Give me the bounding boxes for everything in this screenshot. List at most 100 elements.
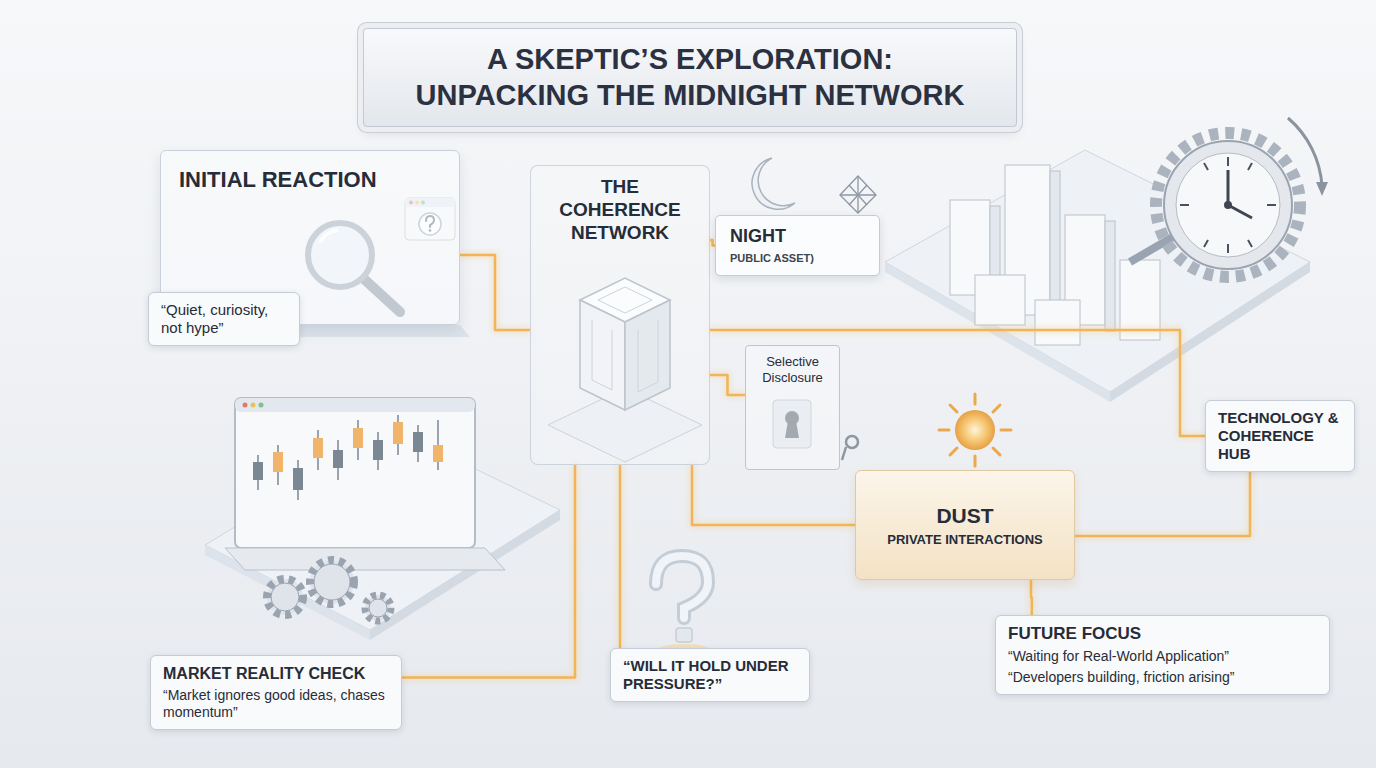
crystal-icon <box>840 176 876 213</box>
sun-icon <box>950 405 957 412</box>
server-blocks <box>1050 171 1060 321</box>
panel-label: Selective Disclosure <box>754 354 831 385</box>
sun-icon <box>974 394 977 404</box>
server-blocks <box>1105 221 1115 331</box>
focus-card: FUTURE FOCUS “Waiting for Real-World Appl… <box>995 615 1330 695</box>
laptop-chart <box>251 403 256 408</box>
sun-icon <box>993 405 1000 412</box>
asset-subtitle: PUBLIC ASSET) <box>730 252 865 265</box>
asset-name: NIGHT <box>730 226 865 248</box>
question-mark-icon <box>656 556 708 618</box>
laptop-chart <box>373 440 383 460</box>
sun-icon <box>939 394 1011 466</box>
gear-icons <box>267 579 303 615</box>
laptop-chart <box>413 432 423 452</box>
clock-gear <box>1227 244 1229 253</box>
quote-tag: “Quiet, curiosity, not hype” <box>148 292 300 346</box>
connector-line <box>619 465 622 648</box>
laptop-chart <box>243 403 248 408</box>
laptop-chart <box>433 445 443 462</box>
quote-text: “Market ignores good ideas, chases momen… <box>163 687 389 721</box>
server-blocks <box>1120 260 1160 340</box>
crystal-icon <box>849 185 867 205</box>
laptop-chart <box>235 398 475 412</box>
tech-hub-platform <box>885 150 1310 402</box>
sun-icon <box>955 410 995 450</box>
asset-card: NIGHT PUBLIC ASSET) <box>715 215 880 276</box>
asset-subtitle: PRIVATE INTERACTIONS <box>870 532 1060 548</box>
clock-gear <box>1156 133 1300 277</box>
crystal-icon <box>849 185 867 205</box>
question-card: “WILL IT HOLD UNDER PRESSURE?” <box>610 648 810 702</box>
hub-heading: THE COHERENCE NETWORK <box>541 176 699 244</box>
moon-icon <box>752 158 795 209</box>
gear-icons <box>271 583 299 611</box>
diagram-title: A SKEPTIC’S EXPLORATION: UNPACKING THE M… <box>404 41 976 114</box>
clock-gear <box>1288 118 1322 186</box>
title-banner: A SKEPTIC’S EXPLORATION: UNPACKING THE M… <box>363 28 1017 127</box>
laptop-chart <box>293 468 303 490</box>
sun-icon <box>939 429 949 432</box>
clock-gear <box>1227 170 1230 205</box>
laptop-chart <box>313 438 323 458</box>
gear-icons <box>365 595 391 621</box>
connector-line <box>1075 472 1250 536</box>
connector-line <box>402 465 575 677</box>
sun-icon <box>939 394 1011 466</box>
laptop-chart <box>259 403 264 408</box>
gear-icons <box>310 560 354 604</box>
clock-gear <box>1227 157 1229 166</box>
clock-gear <box>1204 240 1208 247</box>
server-blocks <box>975 275 1025 325</box>
laptop-chart <box>253 462 263 480</box>
disclosure-panel: Selective Disclosure <box>745 345 840 470</box>
laptop-chart <box>225 548 505 570</box>
connector-line <box>710 375 745 395</box>
clock-gear <box>1267 204 1276 206</box>
keyhole-lock <box>842 447 846 460</box>
laptop-chart <box>333 450 343 468</box>
section-heading: FUTURE FOCUS <box>1008 624 1317 644</box>
clock-gear <box>1204 163 1208 170</box>
clock-gear <box>1130 118 1328 277</box>
clock-gear <box>1316 182 1328 196</box>
section-heading: INITIAL REACTION <box>179 167 441 193</box>
keyhole-lock <box>846 436 858 448</box>
hub-label-tag: TECHNOLOGY & COHERENCE HUB <box>1205 400 1355 472</box>
sun-icon <box>1001 429 1011 432</box>
market-card: MARKET REALITY CHECK “Market ignores good… <box>150 655 402 730</box>
clock-gear <box>1248 163 1252 170</box>
section-heading: MARKET REALITY CHECK <box>163 664 389 683</box>
clock-gear <box>1164 141 1292 269</box>
dust-card: DUSTPRIVATE INTERACTIONS <box>855 470 1075 580</box>
sun-icon <box>993 448 1000 455</box>
question-mark-icon <box>656 556 708 618</box>
laptop-chart <box>235 398 475 548</box>
question-text: “WILL IT HOLD UNDER PRESSURE?” <box>623 657 797 693</box>
gear-icons <box>267 560 391 621</box>
hub-box: THE COHERENCE NETWORK <box>530 165 710 465</box>
clock-gear <box>1248 240 1252 247</box>
question-mark-icon <box>656 556 710 656</box>
sun-icon <box>974 456 977 466</box>
crystal-icon <box>840 176 876 213</box>
hub-label: TECHNOLOGY & COHERENCE HUB <box>1218 409 1342 463</box>
laptop-chart <box>273 452 283 472</box>
laptop-chart <box>225 398 505 570</box>
quote-text: “Developers building, friction arising” <box>1008 669 1317 686</box>
clock-gear <box>1228 205 1252 218</box>
quote-text: “Quiet, curiosity, not hype” <box>161 301 287 337</box>
connector-line <box>692 465 855 525</box>
clock-gear <box>1180 157 1276 253</box>
moon-icon <box>752 158 795 209</box>
clock-gear <box>1180 204 1189 206</box>
tech-hub-platform <box>885 150 1310 392</box>
gear-icons <box>314 564 350 600</box>
server-blocks <box>1035 300 1080 345</box>
clock-gear <box>1224 201 1232 209</box>
laptop-chart <box>353 428 363 448</box>
sun-icon <box>950 448 957 455</box>
quote-text: “Waiting for Real-World Application” <box>1008 648 1317 665</box>
